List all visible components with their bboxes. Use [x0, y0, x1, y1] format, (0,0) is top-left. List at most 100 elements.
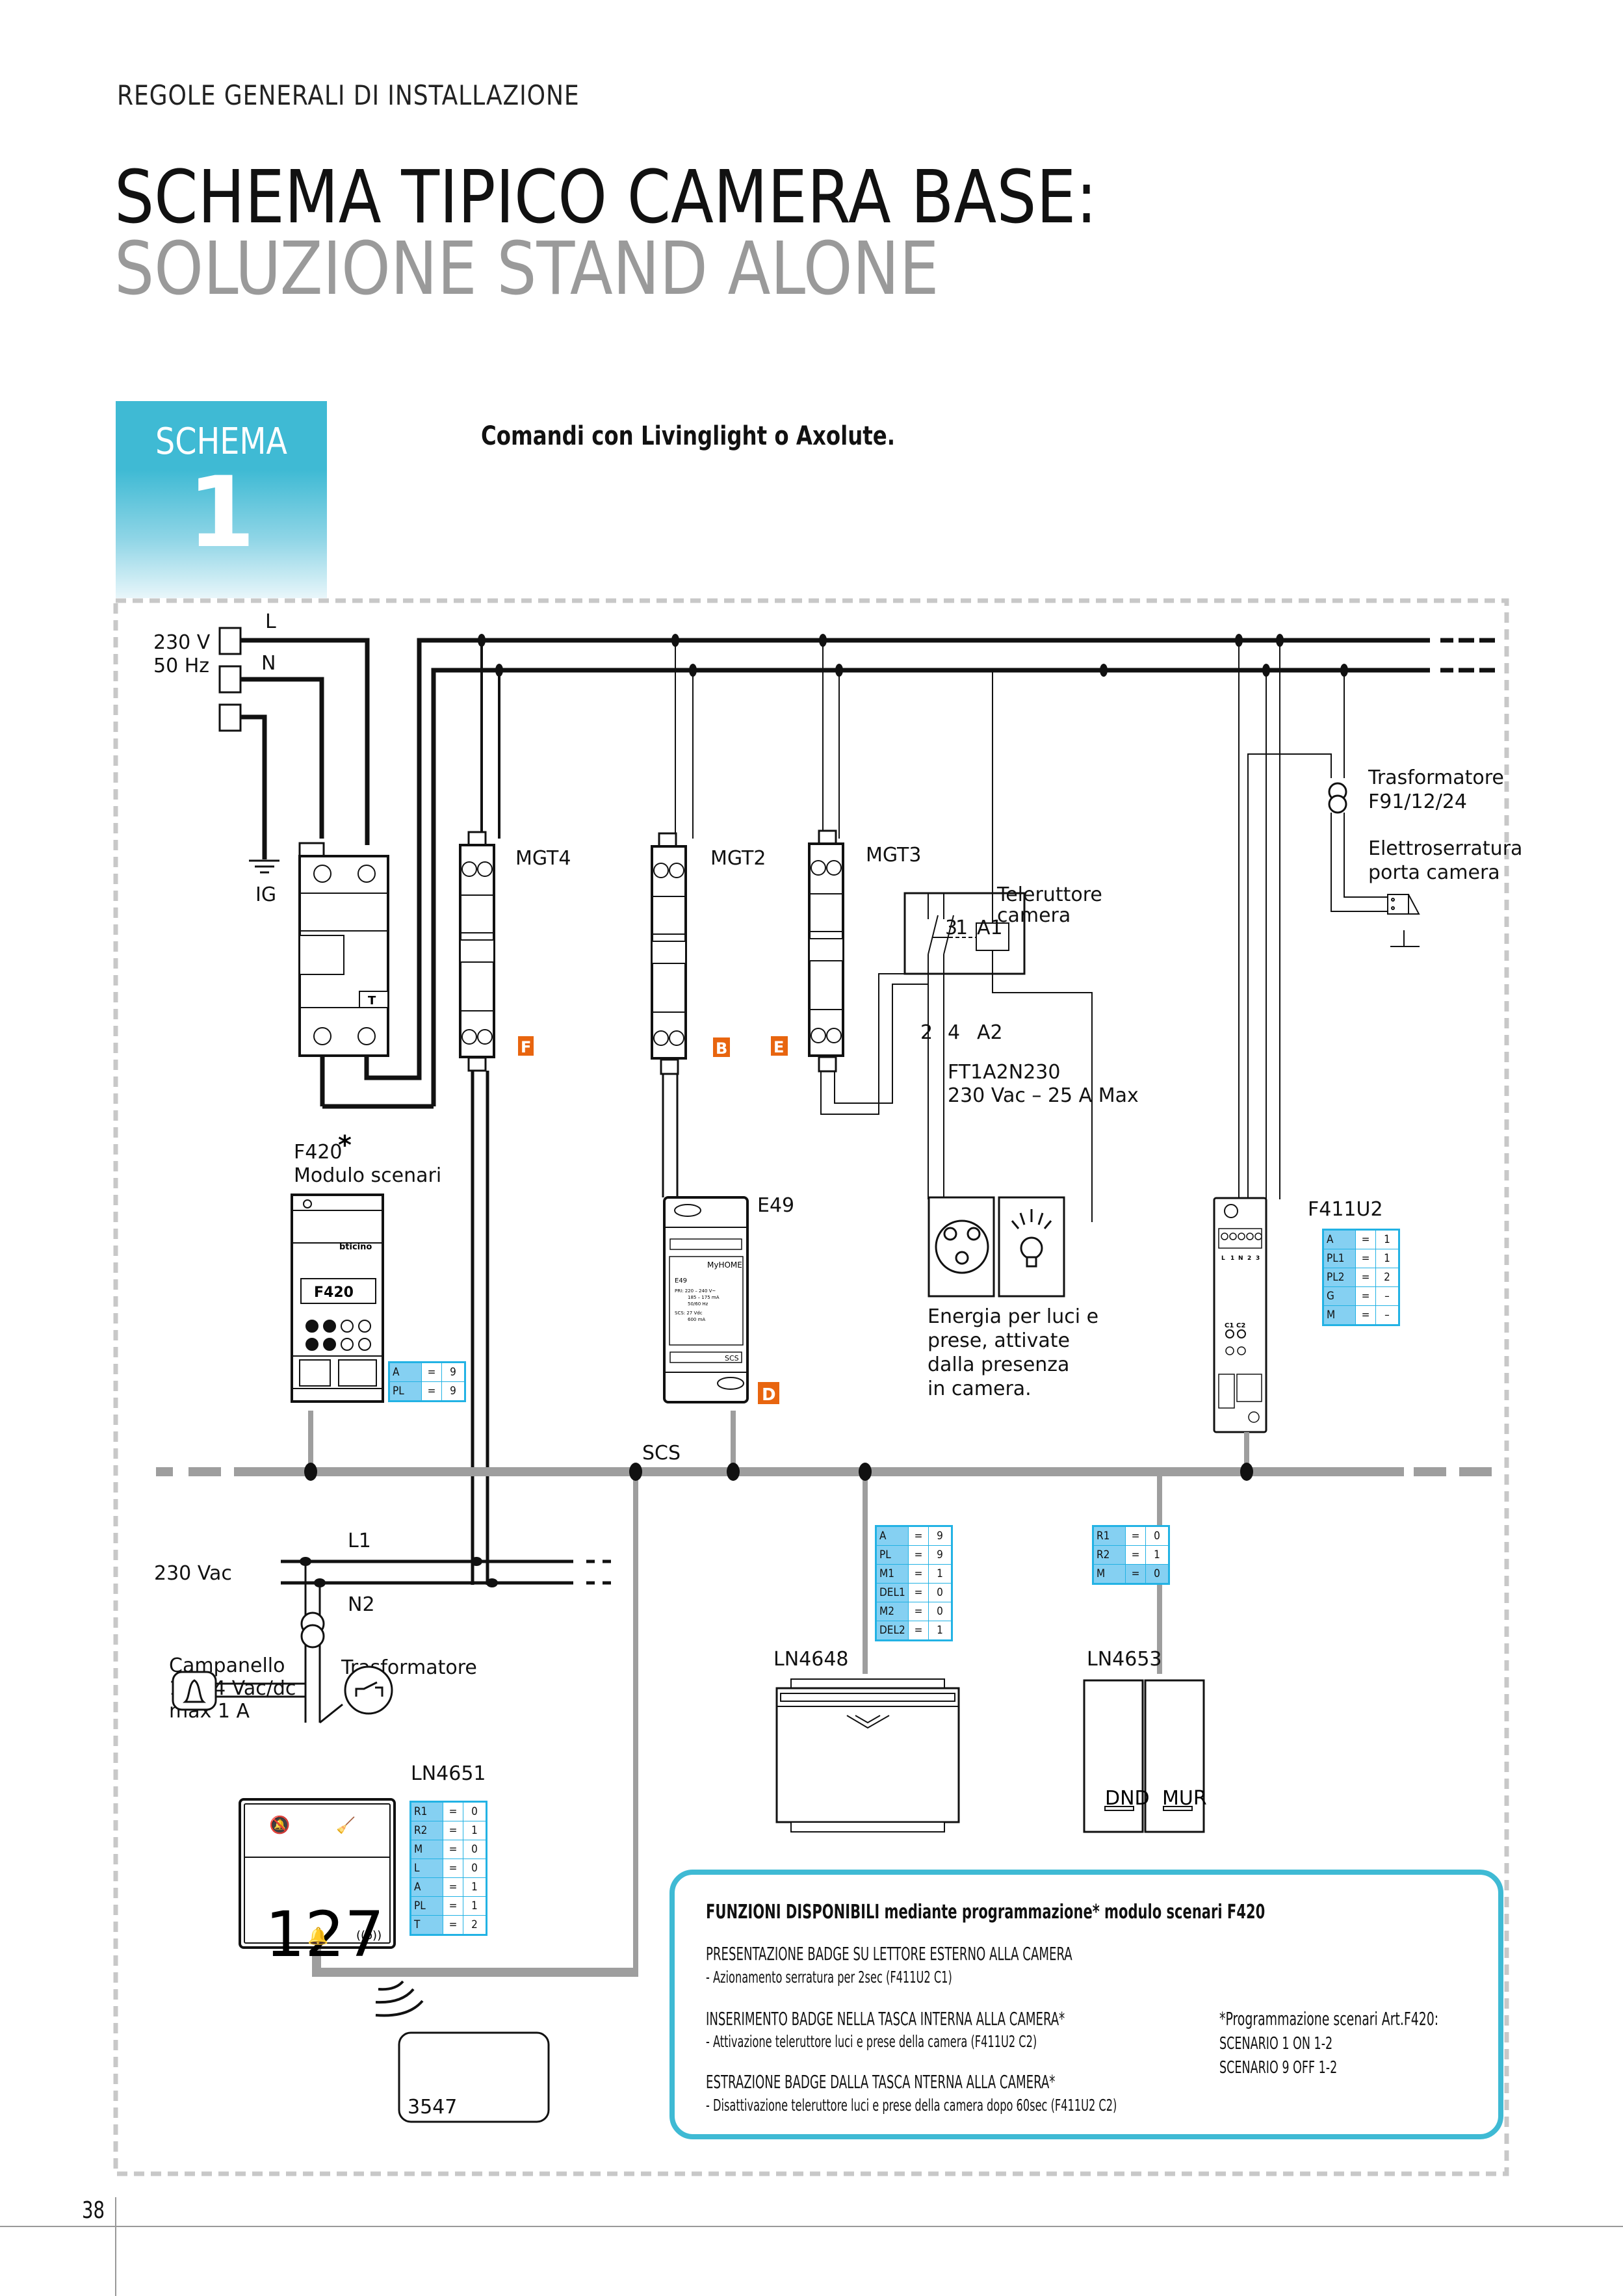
e49-module	[663, 1196, 749, 1403]
rcd-breaker	[298, 842, 389, 1057]
page-number: 38	[82, 2197, 105, 2224]
badge-card-code: 3547	[408, 2096, 457, 2119]
supply-voltage: 230 V	[153, 631, 211, 654]
f411u2-terminal-2: 2	[1247, 1255, 1251, 1262]
e49-front-model: E49	[675, 1277, 687, 1285]
loads-caption-3: dalla presenza	[928, 1353, 1069, 1376]
loads-caption-1: Energia per luci e	[928, 1305, 1098, 1328]
page-title: SCHEMA TIPICO CAMERA BASE:	[114, 155, 1097, 240]
do-not-disturb-icon: 🔕	[269, 1815, 290, 1835]
function-desc-3: - Disattivazione teleruttore luci e pres…	[706, 2096, 1117, 2115]
rcd-test-label: T	[368, 994, 376, 1008]
f411u2-title: F411U2	[1308, 1198, 1383, 1221]
function-heading-3: ESTRAZIONE BADGE DALLA TASCA NTERNA ALLA…	[706, 2071, 1056, 2093]
supply-terminals	[218, 627, 242, 732]
marker-d-badge	[758, 1382, 779, 1404]
terminal-a1: A1	[977, 917, 1003, 939]
rcd-output-wires	[320, 638, 1430, 1109]
busbar-continuation	[1440, 638, 1495, 673]
marker-b-label: B	[716, 1039, 727, 1058]
page-subtitle: SOLUZIONE STAND ALONE	[114, 227, 939, 311]
ln4651-device	[239, 1798, 396, 1949]
supply-frequency: 50 Hz	[153, 655, 209, 677]
secondary-voltage: 230 Vac	[154, 1562, 232, 1585]
function-desc-2: - Attivazione teleruttore luci e prese d…	[706, 2032, 1037, 2051]
lock-transformer-title: Trasformatore	[1368, 766, 1504, 789]
terminal-2: 2	[920, 1021, 933, 1044]
f411u2-c1: C1	[1225, 1322, 1234, 1329]
f420-module	[291, 1194, 384, 1403]
f420-subtitle: Modulo scenari	[294, 1164, 441, 1187]
f420-asterisk: *	[338, 1130, 352, 1160]
marker-b-badge	[713, 1037, 730, 1057]
contactor-title-2: camera	[997, 904, 1071, 927]
f420-brand-logo: bticino	[339, 1242, 372, 1252]
marker-e-label: E	[773, 1038, 784, 1056]
door-lock-subtitle: porta camera	[1368, 861, 1500, 884]
rfid-waves-icon	[375, 1980, 424, 2017]
schema-description: Comandi con Livinglight o Axolute.	[481, 421, 896, 451]
f411u2-module	[1213, 1197, 1267, 1433]
supply-wires	[240, 638, 370, 859]
function-desc-1: - Azionamento serratura per 2sec (F411U2…	[706, 1968, 952, 1987]
e49-title: E49	[757, 1194, 794, 1217]
contactor-title-1: Teleruttore	[996, 883, 1102, 906]
f411u2-terminal-3: 3	[1256, 1255, 1260, 1262]
ln4651-title: LN4651	[411, 1762, 486, 1785]
secondary-transformer-icon	[300, 1611, 325, 1649]
scs-bus-junctions	[304, 1463, 1253, 1481]
breaker-mgt4	[459, 640, 500, 1585]
contactor-rating: 230 Vac – 25 A Max	[948, 1084, 1139, 1107]
terminal-1: 1	[955, 917, 968, 939]
ground-icon	[249, 859, 279, 874]
ln4648-device	[775, 1678, 960, 1833]
functions-box: FUNZIONI DISPONIBILI mediante programmaz…	[669, 1870, 1503, 2139]
breaker-mgt2	[651, 640, 694, 1197]
door-contact-icon	[344, 1665, 393, 1715]
schema-badge-number: 1	[187, 456, 255, 569]
e49-pri-3: 50/60 Hz	[688, 1301, 708, 1307]
line-n2-label: N2	[348, 1593, 375, 1616]
line-n-label: N	[261, 652, 276, 675]
ln4653-device	[1083, 1679, 1205, 1833]
f420-param-table: A=9 PL=9	[388, 1361, 466, 1402]
cleaning-icon: 🧹	[336, 1816, 356, 1834]
contactor	[903, 670, 1093, 1222]
marker-f-label: F	[521, 1038, 531, 1056]
loads-caption-2: prese, attivate	[928, 1329, 1070, 1352]
dnd-button-label: DND	[1105, 1787, 1150, 1810]
e49-scs-1: SCS: 27 Vdc	[675, 1311, 703, 1316]
e49-scs-label: SCS	[725, 1354, 739, 1363]
e49-pri-2: 185 – 175 mA	[688, 1295, 720, 1300]
diagram-frame	[113, 598, 1509, 2176]
breaker-mgt3-label: MGT3	[866, 844, 921, 867]
secondary-supply-wires	[214, 1559, 611, 1724]
bell-icon	[172, 1671, 217, 1711]
wireless-icon: ((o))	[356, 1929, 382, 1942]
door-lock-icon	[1387, 894, 1420, 947]
e49-brand: MyHOME	[707, 1260, 742, 1270]
ln4653-param-table: R1=0 R2=1 M=0	[1092, 1525, 1170, 1585]
ground-label: IG	[255, 883, 276, 906]
terminal-a2: A2	[977, 1021, 1003, 1044]
section-label: REGOLE GENERALI DI INSTALLAZIONE	[117, 79, 580, 111]
terminal-3: 3	[945, 917, 957, 939]
f411u2-terminal-n: N	[1238, 1255, 1243, 1262]
scenario-note-1: SCENARIO 1 ON 1-2	[1219, 2034, 1333, 2054]
breaker-mgt2-label: MGT2	[710, 847, 766, 870]
breaker-mgt4-label: MGT4	[515, 847, 571, 870]
f411u2-terminal-l: L	[1221, 1255, 1225, 1262]
terminal-4: 4	[948, 1021, 960, 1044]
ln4648-param-table: A=9 PL=9 M1=1 DEL1=0 M2=0 DEL2=1	[875, 1525, 953, 1641]
mur-button-label: MUR	[1162, 1787, 1207, 1810]
lock-transformer-icon	[1328, 782, 1347, 814]
line-l1-label: L1	[348, 1530, 371, 1552]
f420-front-label: F420	[314, 1285, 354, 1301]
function-heading-2: INSERIMENTO BADGE NELLA TASCA INTERNA AL…	[706, 2008, 1065, 2029]
scenario-note-title: *Programmazione scenari Art.F420:	[1219, 2008, 1439, 2029]
f411u2-param-table: A=1 PL1=1 PL2=2 G=– M=–	[1322, 1229, 1400, 1326]
bell-status-icon: 🔔	[307, 1927, 328, 1946]
f411u2-terminal-1: 1	[1230, 1255, 1234, 1262]
e49-pri-1: PRI: 220 – 240 V~	[675, 1288, 716, 1294]
